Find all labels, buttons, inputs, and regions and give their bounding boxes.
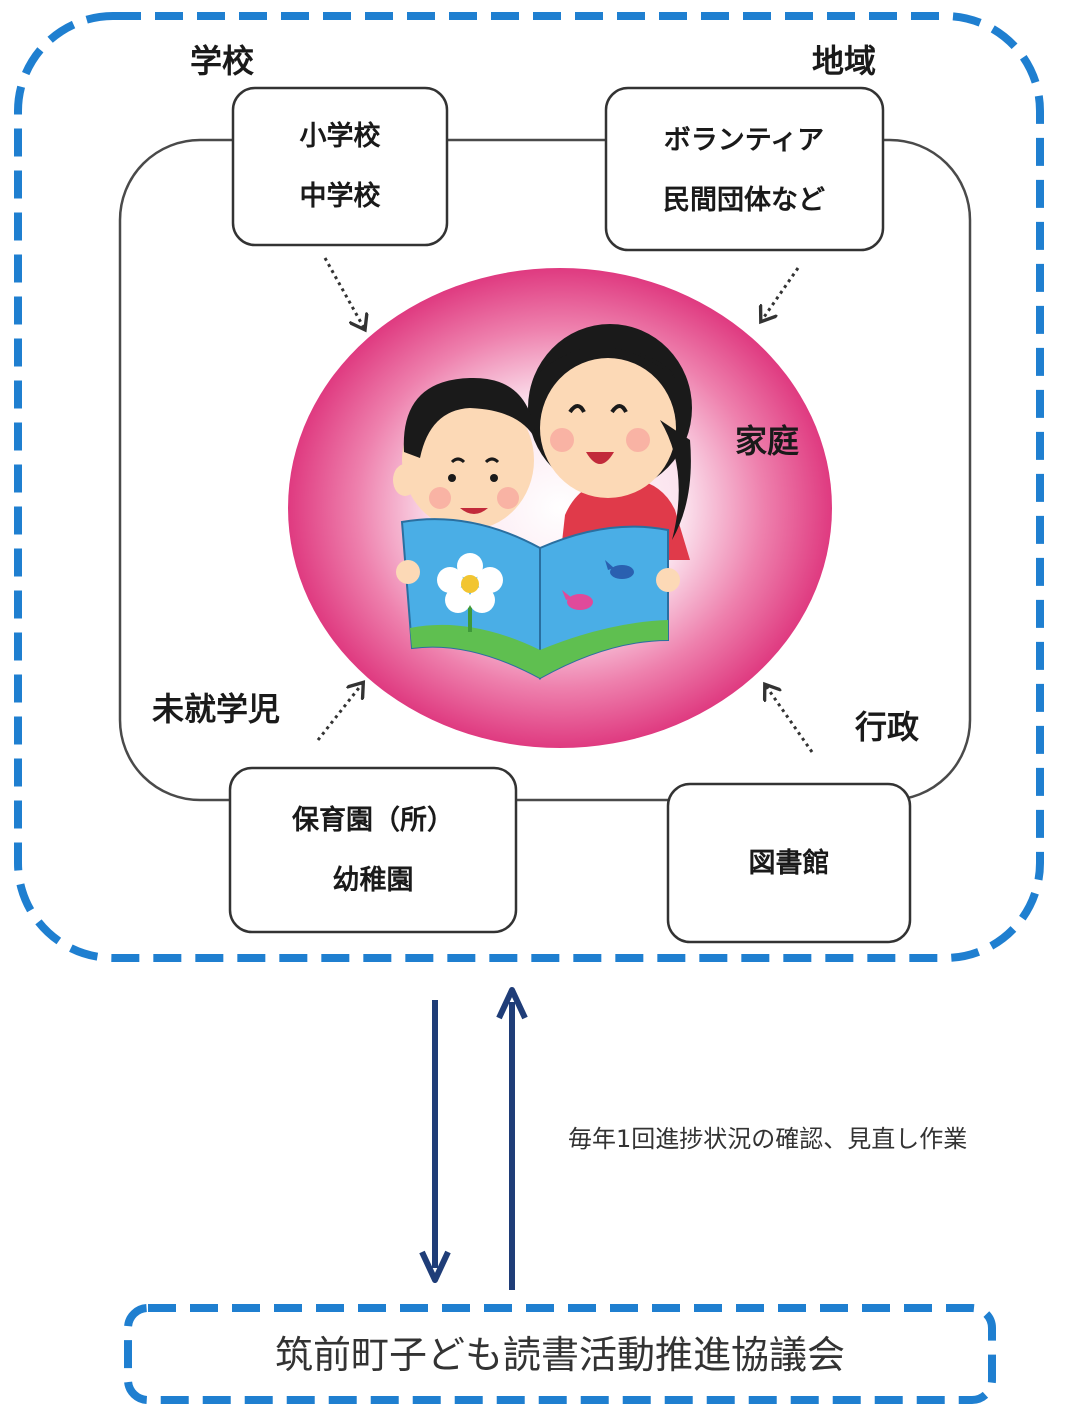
dotted-arrow-from-nursery: [316, 684, 362, 741]
sector-label-community: 地域: [812, 42, 876, 80]
inner-connection-ring: [118, 138, 972, 802]
library-box-line1: 図書館: [749, 847, 830, 879]
sector-label-school: 学校: [190, 42, 254, 80]
community-box-line1: ボランティア: [664, 125, 824, 156]
open-picture-book: [396, 518, 680, 680]
dotted-arrow-from-community: [762, 267, 800, 320]
sector-label-family: 家庭: [735, 422, 799, 460]
schools-box: 小学校 中学校: [231, 86, 449, 247]
bird-icon: [562, 560, 634, 610]
child-figure: [393, 377, 536, 530]
annual-review-note: 毎年1回進捗状況の確認、見直し作業: [568, 1125, 967, 1153]
dotted-arrow-from-library: [766, 686, 814, 753]
sector-label-preschool: 未就学児: [152, 690, 280, 728]
dotted-arrow-from-schools: [323, 257, 364, 328]
nursery-box-line1: 保育園（所）: [291, 804, 454, 836]
family-circle: [288, 268, 832, 748]
community-box-line2: 民間団体など: [663, 185, 825, 216]
arrow-up-from-council: [496, 987, 528, 1290]
nursery-box: 保育園（所） 幼稚園: [228, 766, 518, 934]
schools-box-line2: 中学校: [300, 180, 381, 212]
community-box: ボランティア 民間団体など: [604, 86, 885, 252]
parent-child-reading-illustration: [393, 324, 692, 680]
nursery-box-line2: 幼稚園: [333, 865, 414, 896]
arrow-down-to-council: [419, 1000, 451, 1283]
sector-label-administration: 行政: [855, 708, 919, 746]
library-box: 図書館: [666, 782, 912, 944]
flower-icon: [437, 553, 503, 632]
outer-dashed-boundary: [14, 12, 1044, 962]
council-dashed-box: [124, 1304, 996, 1404]
schools-box-line1: 小学校: [300, 120, 381, 152]
council-title: 筑前町子ども読書活動推進協議会: [275, 1333, 845, 1377]
